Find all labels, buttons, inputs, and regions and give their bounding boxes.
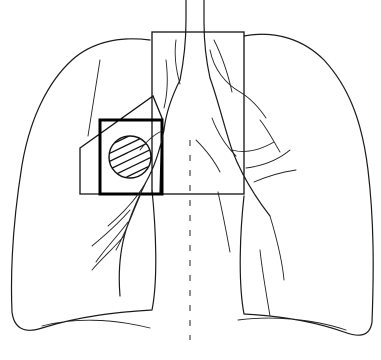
right-lung-outline <box>11 39 155 330</box>
diaphragm-line <box>42 320 150 328</box>
left-lung-outline <box>240 34 373 335</box>
trachea <box>180 0 210 80</box>
bronchial-tree <box>88 40 296 316</box>
diaphragm-line-left <box>238 318 346 330</box>
hilar-lymph-node <box>100 126 162 192</box>
mediastinum-box <box>152 32 244 194</box>
